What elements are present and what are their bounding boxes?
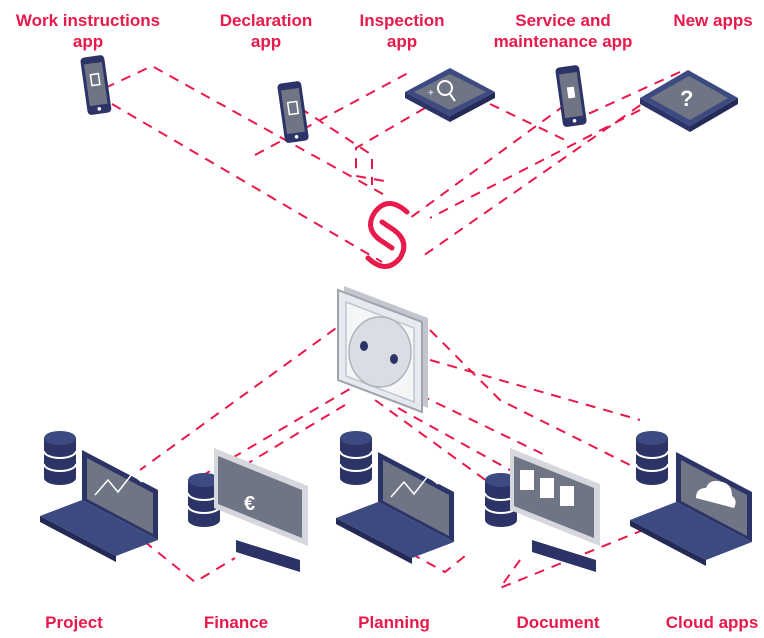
label-finance: Finance — [203, 613, 269, 632]
inspection-device: + — [405, 68, 495, 122]
label-document: Document — [516, 613, 600, 632]
cloud-system — [630, 430, 752, 566]
s-chain-logo-icon — [365, 201, 410, 269]
svg-text:?: ? — [680, 86, 693, 111]
label-project: Project — [45, 613, 103, 632]
service-device — [555, 65, 587, 127]
connector-inspection — [355, 103, 566, 183]
connector-finance — [204, 379, 366, 481]
connector-document — [419, 329, 631, 466]
svg-text:+: + — [428, 88, 434, 99]
declaration-device — [277, 81, 309, 143]
project-system — [40, 430, 158, 562]
connector-project — [139, 317, 351, 471]
connector-work-instructions — [104, 64, 391, 263]
document-system — [484, 448, 600, 572]
connector-new-apps — [419, 71, 681, 259]
connector-service — [409, 104, 566, 219]
work-instructions-device — [80, 55, 112, 115]
label-cloud-apps: Cloud apps — [665, 613, 759, 632]
label-new-apps: New apps — [673, 11, 753, 30]
label-planning: Planning — [358, 613, 430, 632]
svg-text:€: € — [244, 493, 255, 515]
connector-cloud — [429, 359, 641, 421]
power-socket-icon — [337, 286, 428, 414]
finance-system: € — [187, 448, 308, 572]
planning-system — [336, 430, 454, 564]
new-apps-device: ? — [640, 70, 738, 132]
connector-declaration — [254, 71, 411, 185]
